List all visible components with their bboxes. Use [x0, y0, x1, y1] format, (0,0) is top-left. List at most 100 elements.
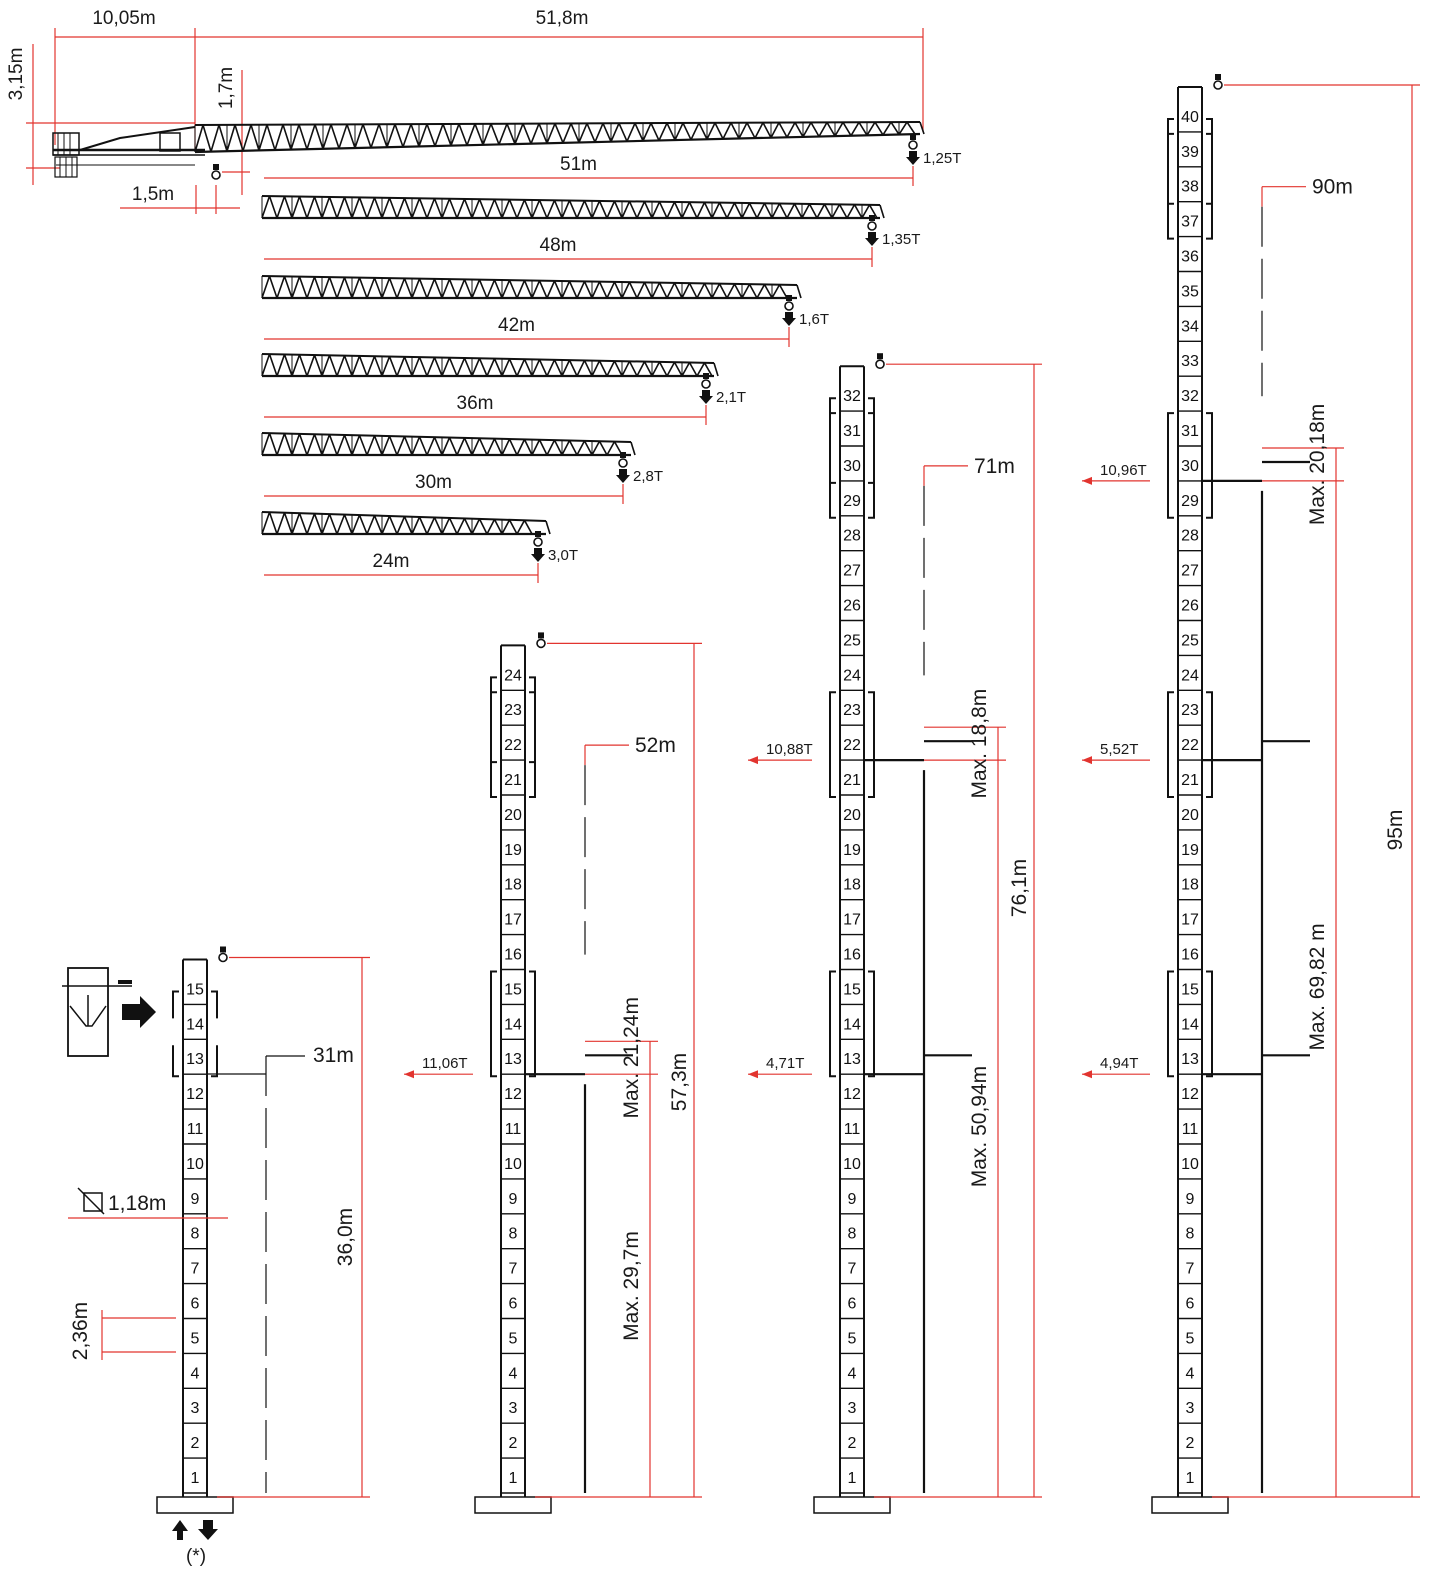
arrow-right-icon	[122, 996, 156, 1028]
mast-section-number: 33	[1181, 353, 1199, 370]
mast-section-number: 18	[504, 877, 522, 894]
mast-section-number: 15	[1181, 981, 1199, 998]
anchor-force-label: 5,52T	[1100, 741, 1138, 758]
mast-section-number: 10	[504, 1156, 522, 1173]
mast-section-number: 14	[504, 1016, 522, 1033]
mast-section-number: 15	[843, 981, 861, 998]
mast-section-number: 17	[843, 912, 861, 929]
jib-load-label: 1,6T	[799, 311, 829, 328]
mast-section-number: 35	[1181, 283, 1199, 300]
jib-variant: 24m 3,0T	[261, 511, 578, 583]
mast-section-number: 9	[509, 1191, 518, 1208]
mast-section-number: 4	[1186, 1365, 1195, 1382]
foundation	[1151, 1496, 1229, 1514]
max-span-lower: Max. 29,7m	[620, 1231, 643, 1341]
mast-section-number: 36	[1181, 249, 1199, 266]
mast-section-number: 22	[843, 737, 861, 754]
mast-section-number: 9	[848, 1191, 857, 1208]
mast-section-number: 14	[1181, 1016, 1199, 1033]
mast-section-number: 3	[509, 1400, 518, 1417]
mast-section-number: 6	[509, 1296, 518, 1313]
mast-section-number: 26	[843, 598, 861, 615]
mast-section-number: 40	[1181, 109, 1199, 126]
tower-height-label: 57,3m	[668, 1053, 691, 1111]
mast-section-number: 1	[509, 1470, 518, 1487]
mast-section-number: 31	[843, 423, 861, 440]
jib-load-label: 2,8T	[633, 468, 663, 485]
jib-variant-truss	[261, 353, 719, 378]
mast-section-number: 27	[843, 563, 861, 580]
mast-section-number: 7	[848, 1261, 857, 1278]
load-arrow-icon	[865, 232, 879, 246]
mast-section-number: 3	[848, 1400, 857, 1417]
mast-section-number: 10	[843, 1156, 861, 1173]
jib-variant-truss	[261, 511, 551, 536]
mast-section-number: 22	[1181, 737, 1199, 754]
mast-section-number: 17	[1181, 912, 1199, 929]
base-note: (*)	[186, 1546, 206, 1567]
mast-section-number: 13	[504, 1051, 522, 1068]
mast-section-number: 25	[843, 632, 861, 649]
max-span-lower: Max. 69,82 m	[1306, 923, 1329, 1050]
jib-length-label: 24m	[373, 551, 410, 572]
mast-section-number: 8	[191, 1226, 200, 1243]
mast-section-number: 21	[1181, 772, 1199, 789]
tie-height-label: 90m	[1312, 176, 1353, 199]
mast-section-number: 13	[186, 1051, 204, 1068]
mast-section-number: 11	[505, 1121, 522, 1138]
mast-section-number: 32	[843, 388, 861, 405]
jib-variant-truss	[261, 195, 885, 220]
jib-load-label: 1,25T	[923, 150, 961, 167]
load-arrow-icon	[699, 390, 713, 404]
mast-section-number: 5	[191, 1330, 200, 1347]
mast-section-number: 5	[848, 1330, 857, 1347]
max-span-upper: Max. 21,24m	[620, 997, 643, 1118]
max-span-upper: Max. 18,8m	[968, 689, 991, 799]
mast-section-number: 24	[504, 667, 522, 684]
mast-section-number: 19	[1181, 842, 1199, 859]
mast-section-number: 6	[848, 1296, 857, 1313]
mast-section-number: 3	[1186, 1400, 1195, 1417]
jib-load-label: 2,1T	[716, 389, 746, 406]
mast-section-number: 4	[509, 1365, 518, 1382]
mast-section-number: 5	[1186, 1330, 1195, 1347]
mast-section-number: 23	[843, 702, 861, 719]
mast-section-number: 28	[1181, 528, 1199, 545]
mast-section-number: 21	[504, 772, 522, 789]
mast-section-number: 13	[843, 1051, 861, 1068]
mast-section-number: 11	[187, 1121, 204, 1138]
mast-section-number: 38	[1181, 179, 1199, 196]
mast-section-number: 3	[191, 1400, 200, 1417]
max-span-lower: Max. 50,94m	[968, 1066, 991, 1187]
tower-height-label: 95m	[1384, 810, 1407, 851]
load-arrow-icon	[531, 548, 545, 562]
mast-section-number: 7	[191, 1261, 200, 1278]
jib-variant-truss	[261, 432, 636, 457]
mast-section-number: 18	[843, 877, 861, 894]
jib-load-label: 3,0T	[548, 547, 578, 564]
mast-section-number: 12	[186, 1086, 204, 1103]
mast-section-number: 20	[504, 807, 522, 824]
mast-section-number: 39	[1181, 144, 1199, 161]
mast-section-number: 1	[191, 1470, 200, 1487]
mast-section-number: 19	[504, 842, 522, 859]
dim-trolley: 1,5m	[132, 184, 174, 205]
mast-section-number: 16	[843, 947, 861, 964]
section-height-label: 2,36m	[69, 1302, 92, 1360]
mast-section-number: 2	[509, 1435, 518, 1452]
jib-length-label: 42m	[498, 315, 535, 336]
mast-section-number: 1	[848, 1470, 857, 1487]
mast-section-number: 7	[1186, 1261, 1195, 1278]
tower-4: 1234567891011121314151617181920212223242…	[1082, 73, 1420, 1514]
anchor-force-label: 11,06T	[422, 1055, 468, 1072]
dim-counterjib: 10,05m	[92, 8, 155, 29]
mast-section-number: 8	[509, 1226, 518, 1243]
mast-section-number: 26	[1181, 598, 1199, 615]
mast-section-number: 30	[1181, 458, 1199, 475]
mast-section-number: 4	[848, 1365, 857, 1382]
mast-section-number: 14	[186, 1016, 204, 1033]
load-arrow-icon	[782, 312, 796, 326]
